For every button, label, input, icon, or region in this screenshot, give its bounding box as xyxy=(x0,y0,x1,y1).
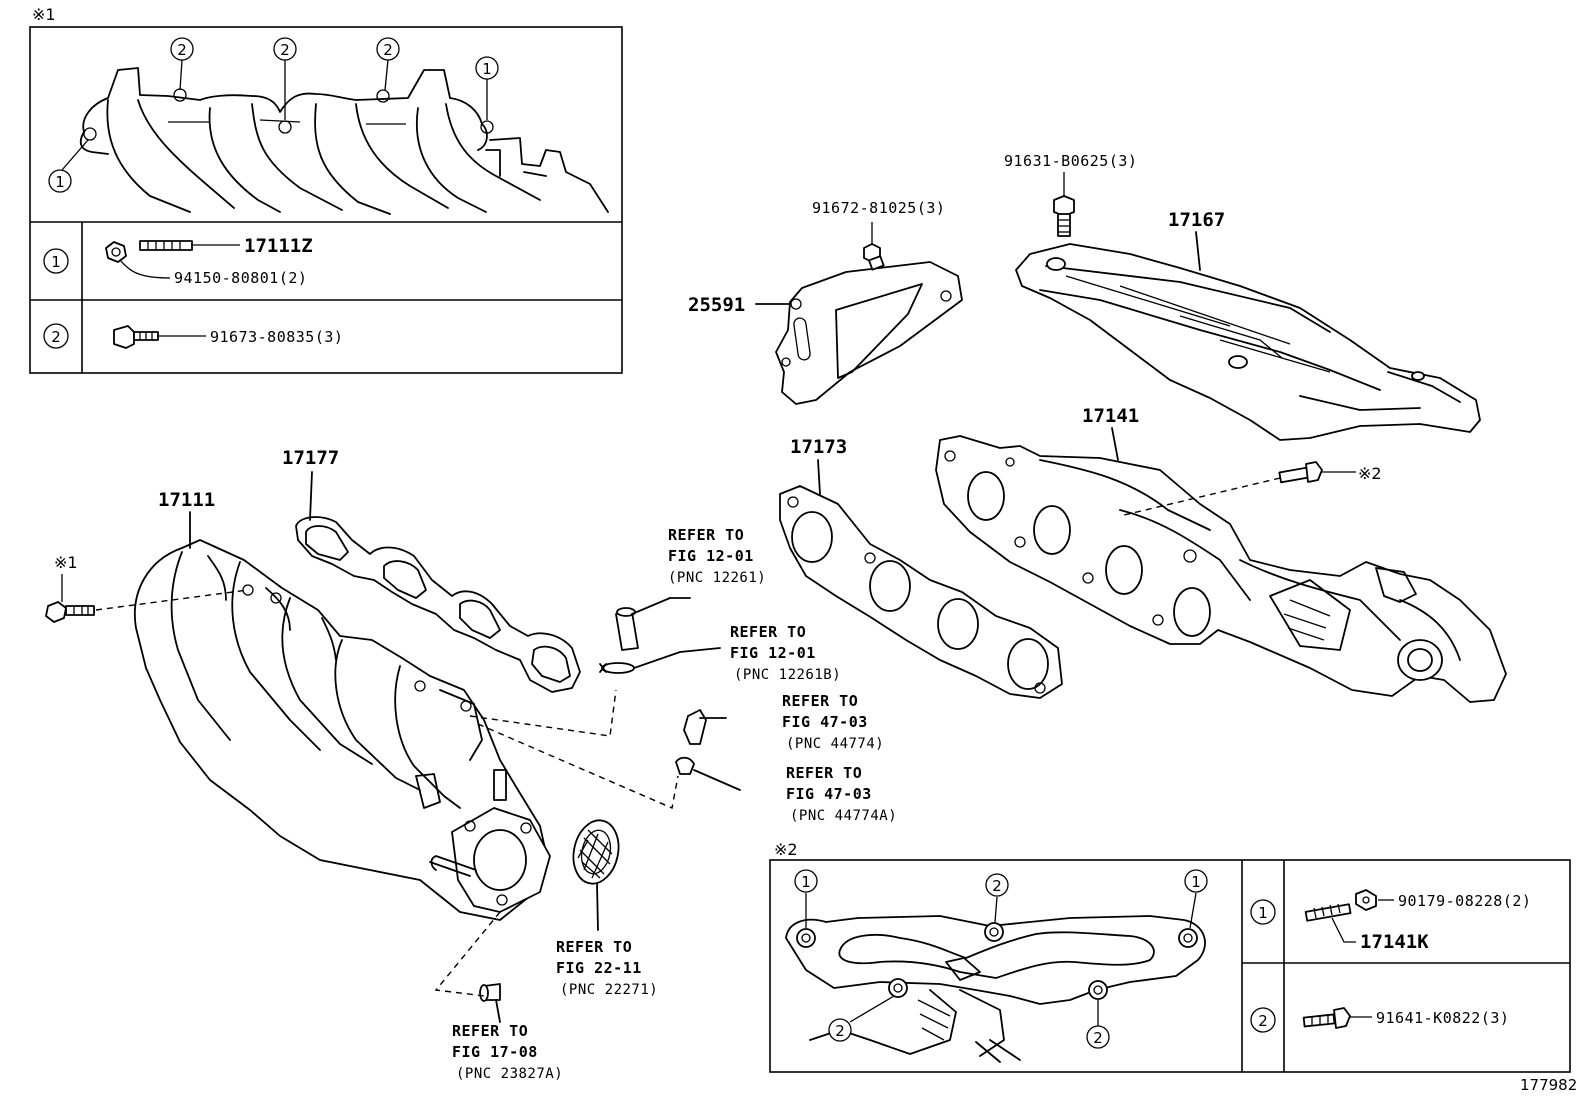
callout-circle-2: 2 xyxy=(992,877,1002,895)
part-label-25591: 25591 xyxy=(688,294,745,316)
detail-2-row2-circle: 2 xyxy=(1258,1012,1268,1030)
ref-line: FIG 22-11 xyxy=(556,959,642,977)
intake-gasket-17177: 17177 xyxy=(282,447,581,693)
bracket-bolt-icon xyxy=(863,222,885,271)
callout-circle-2: 2 xyxy=(1093,1029,1103,1047)
part-label-17167: 17167 xyxy=(1168,209,1225,231)
refer-to-1: REFER TO FIG 12-01 (PNC 12261) xyxy=(668,526,766,599)
diagram-id: 177982 xyxy=(1520,1076,1577,1094)
ref-line: FIG 47-03 xyxy=(782,713,868,731)
callout-circle-1: 1 xyxy=(482,60,492,78)
callout-circle-1: 1 xyxy=(55,173,65,191)
bolt-icon xyxy=(113,325,206,349)
heat-insulator-17167: 17167 91631-B0625(3) xyxy=(1004,152,1481,441)
ref-line: FIG 47-03 xyxy=(786,785,872,803)
ref-line: REFER TO xyxy=(782,692,858,710)
detail-1-flange-drawing xyxy=(79,67,609,215)
callout-circle-1: 1 xyxy=(1191,873,1201,891)
callout-circle-2: 2 xyxy=(835,1022,845,1040)
part-number-17111z: 17111Z xyxy=(244,235,313,257)
ref-line: (PNC 22271) xyxy=(560,982,658,998)
ref-line: (PNC 12261B) xyxy=(734,667,841,683)
ref-line: REFER TO xyxy=(668,526,744,544)
bolt-icon xyxy=(1302,1007,1372,1029)
exhaust-manifold-17141: 17141 ※2 xyxy=(935,405,1507,703)
detail-2-marker: ※2 xyxy=(774,840,798,859)
part-label-17173: 17173 xyxy=(790,436,847,458)
callout-circle-1: 1 xyxy=(801,873,811,891)
exhaust-gasket-17173: 17173 xyxy=(779,436,1063,699)
intake-bolt-icon xyxy=(45,601,95,623)
part-number-91672-81025: 91672-81025(3) xyxy=(812,199,945,217)
part-number-94150-80801: 94150-80801(2) xyxy=(174,269,307,287)
part-number-91673-80835: 91673-80835(3) xyxy=(210,328,343,346)
detail-1-row1-circle: 1 xyxy=(51,253,61,271)
detail-1-marker: ※1 xyxy=(32,5,56,24)
detail-1-row2-circle: 2 xyxy=(51,328,61,346)
ref-line: (PNC 44774A) xyxy=(790,808,897,824)
marker-2-label: ※2 xyxy=(1358,464,1382,483)
part-label-17141: 17141 xyxy=(1082,405,1139,427)
nut-icon xyxy=(1355,889,1394,911)
nut-icon xyxy=(105,241,171,279)
detail-1-panel: ※1 2 2 xyxy=(29,5,623,374)
ref-line: (PNC 23827A) xyxy=(456,1066,563,1082)
detail-2-row1-circle: 1 xyxy=(1258,904,1268,922)
callout-circle-2: 2 xyxy=(177,41,187,59)
refer-to-2: REFER TO FIG 12-01 (PNC 12261B) xyxy=(730,623,841,683)
part-label-17177: 17177 xyxy=(282,447,339,469)
detail-1-callouts: 2 2 2 1 1 xyxy=(48,37,499,193)
ref-line: FIG 12-01 xyxy=(668,547,754,565)
throttle-gasket xyxy=(572,819,620,931)
exhaust-bolt-icon xyxy=(1278,461,1323,484)
part-number-17141k: 17141K xyxy=(1360,931,1429,953)
hose-fittings xyxy=(434,597,741,1023)
part-number-91631-b0625: 91631-B0625(3) xyxy=(1004,152,1137,170)
marker-1-label: ※1 xyxy=(54,553,78,572)
detail-2-flange-drawing xyxy=(785,915,1206,1063)
ref-line: FIG 12-01 xyxy=(730,644,816,662)
ref-line: REFER TO xyxy=(556,938,632,956)
detail-2-callouts: 1 2 1 2 2 xyxy=(794,869,1208,1049)
refer-to-6: REFER TO FIG 17-08 (PNC 23827A) xyxy=(452,1022,563,1082)
stud-icon xyxy=(139,240,240,251)
callout-circle-2: 2 xyxy=(280,41,290,59)
refer-to-3: REFER TO FIG 47-03 (PNC 44774) xyxy=(782,692,884,752)
part-number-91641-k0822: 91641-K0822(3) xyxy=(1376,1009,1509,1027)
part-number-90179-08228: 90179-08228(2) xyxy=(1398,892,1531,910)
ref-line: (PNC 44774) xyxy=(786,736,884,752)
part-label-17111: 17111 xyxy=(158,489,215,511)
callout-circle-2: 2 xyxy=(383,41,393,59)
ref-line: REFER TO xyxy=(786,764,862,782)
ref-line: REFER TO xyxy=(452,1022,528,1040)
detail-2-panel: ※2 1 2 1 2 2 xyxy=(769,840,1571,1073)
refer-to-5: REFER TO FIG 22-11 (PNC 22271) xyxy=(556,938,658,998)
insulator-bolt-icon xyxy=(1053,172,1075,237)
intake-manifold-17111: 17111 ※1 xyxy=(45,489,551,921)
ref-line: (PNC 12261) xyxy=(668,570,766,586)
refer-to-4: REFER TO FIG 47-03 (PNC 44774A) xyxy=(786,764,897,824)
stud-icon xyxy=(1304,903,1356,943)
ref-line: REFER TO xyxy=(730,623,806,641)
ref-line: FIG 17-08 xyxy=(452,1043,538,1061)
bracket-25591: 25591 91672-81025(3) xyxy=(688,199,963,405)
